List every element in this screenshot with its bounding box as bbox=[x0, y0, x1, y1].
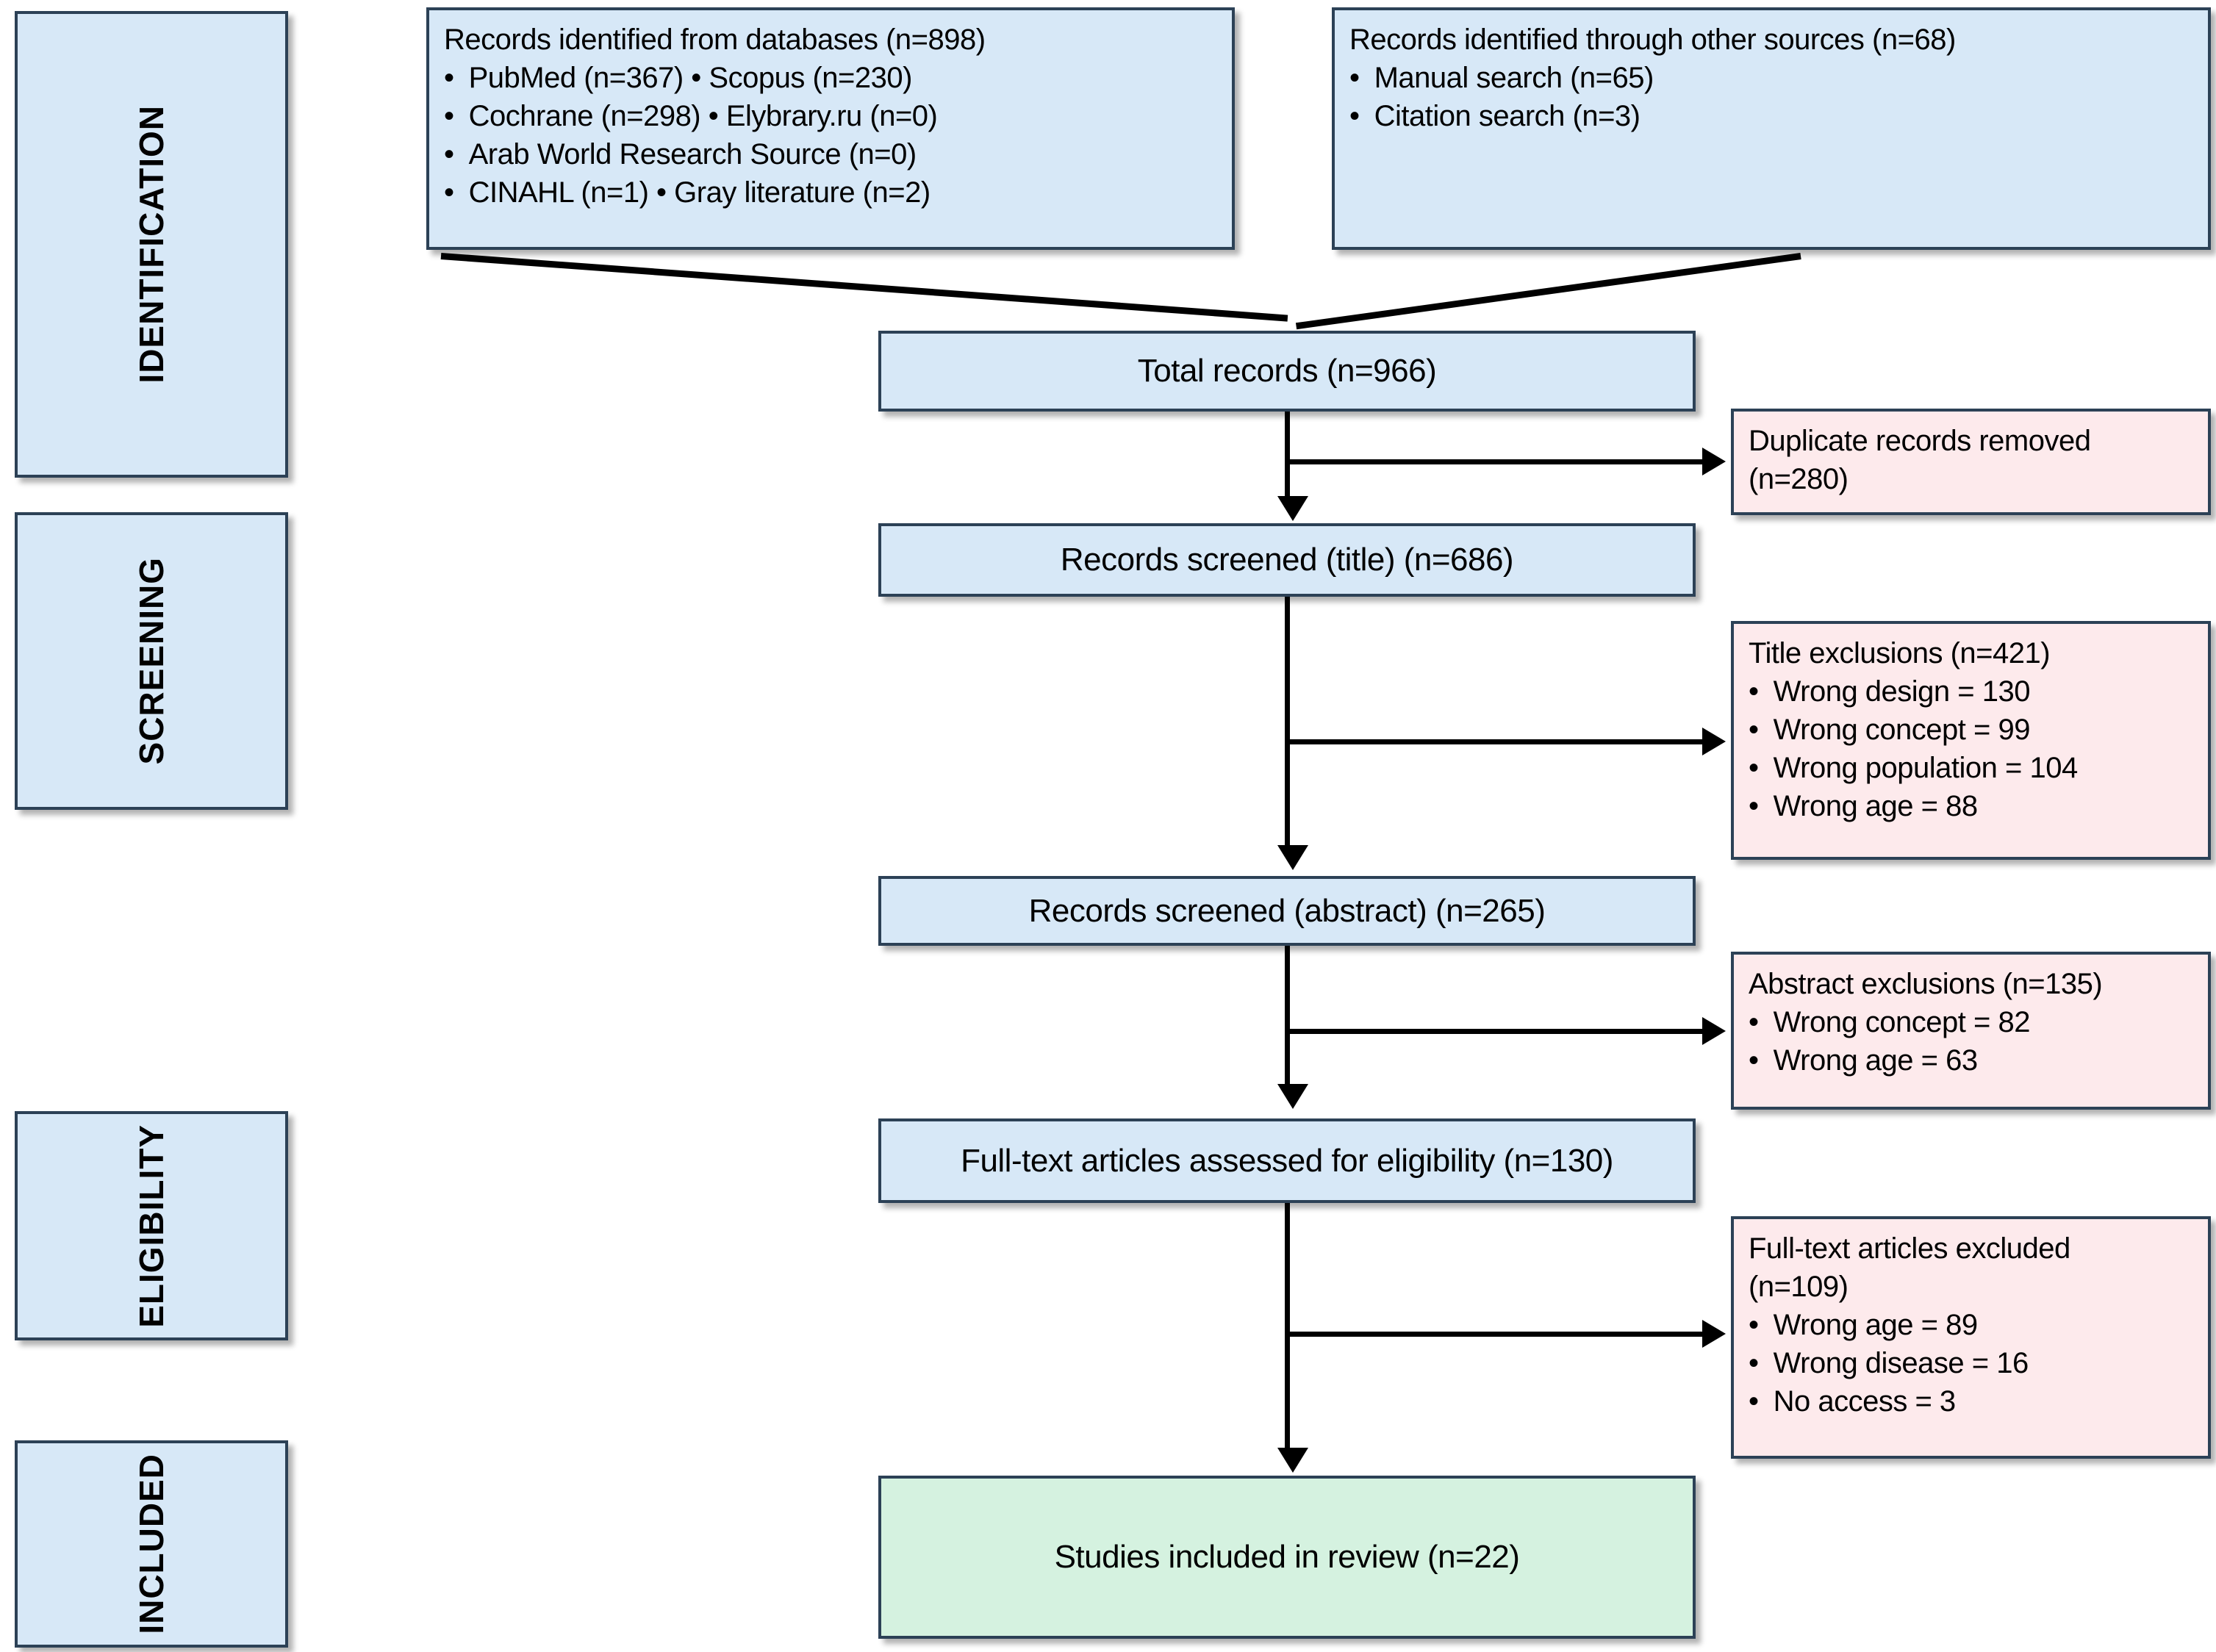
list-item: Wrong age = 88 bbox=[1749, 787, 2193, 825]
connector-databases-to-total bbox=[440, 253, 1288, 322]
flow-total-records-label: Total records (n=966) bbox=[1137, 353, 1437, 389]
exclusion-title-heading: Title exclusions (n=421) bbox=[1749, 637, 2051, 669]
connector-title-to-title-exclusions bbox=[1285, 739, 1704, 744]
flow-studies-included-label: Studies included in review (n=22) bbox=[1054, 1539, 1520, 1576]
list-item: Cochrane (n=298) • Elybrary.ru (n=0) bbox=[444, 97, 1217, 135]
arrowhead-total-to-duplicates bbox=[1702, 448, 1726, 475]
stage-label-screening-text: SCREENING bbox=[132, 557, 171, 765]
connector-other-to-total bbox=[1295, 253, 1801, 330]
list-item: Wrong concept = 99 bbox=[1749, 711, 2193, 749]
flow-box-records-screened-abstract: Records screened (abstract) (n=265) bbox=[878, 876, 1696, 946]
exclusion-duplicates-heading-line1: Duplicate records removed bbox=[1749, 425, 2091, 457]
arrowhead-title-to-abstract bbox=[1277, 845, 1308, 870]
list-item: Wrong disease = 16 bbox=[1749, 1344, 2193, 1382]
exclusion-abstract-list: Wrong concept = 82 Wrong age = 63 bbox=[1749, 1003, 2193, 1080]
stage-label-screening: SCREENING bbox=[15, 512, 288, 810]
stage-label-included: INCLUDED bbox=[15, 1440, 288, 1648]
connector-abstract-to-fulltext bbox=[1285, 946, 1290, 1085]
flow-box-records-screened-title: Records screened (title) (n=686) bbox=[878, 523, 1696, 597]
arrowhead-abstract-to-fulltext bbox=[1277, 1084, 1308, 1109]
source-other-heading: Records identified through other sources… bbox=[1349, 24, 1956, 56]
list-item: CINAHL (n=1) • Gray literature (n=2) bbox=[444, 173, 1217, 212]
arrowhead-abstract-to-abstract-exclusions bbox=[1702, 1017, 1726, 1045]
arrowhead-fulltext-to-fulltext-exclusions bbox=[1702, 1320, 1726, 1348]
stage-label-included-text: INCLUDED bbox=[132, 1454, 171, 1634]
arrowhead-fulltext-to-included bbox=[1277, 1448, 1308, 1473]
source-box-databases: Records identified from databases (n=898… bbox=[426, 7, 1235, 250]
flow-box-total-records: Total records (n=966) bbox=[878, 331, 1696, 412]
list-item: Wrong concept = 82 bbox=[1749, 1003, 2193, 1041]
connector-total-to-screened-title bbox=[1285, 412, 1290, 498]
flow-screened-abstract-label: Records screened (abstract) (n=265) bbox=[1028, 892, 1546, 929]
stage-label-eligibility-text: ELIGIBILITY bbox=[132, 1124, 171, 1328]
exclusion-abstract-heading: Abstract exclusions (n=135) bbox=[1749, 968, 2103, 1000]
flow-screened-title-label: Records screened (title) (n=686) bbox=[1060, 542, 1514, 578]
exclusion-box-abstract: Abstract exclusions (n=135) Wrong concep… bbox=[1731, 952, 2211, 1110]
list-item: PubMed (n=367) • Scopus (n=230) bbox=[444, 59, 1217, 97]
stage-label-identification-text: IDENTIFICATION bbox=[132, 105, 171, 384]
source-other-list: Manual search (n=65) Citation search (n=… bbox=[1349, 59, 2193, 135]
list-item: Wrong age = 89 bbox=[1749, 1306, 2193, 1344]
exclusion-box-title: Title exclusions (n=421) Wrong design = … bbox=[1731, 621, 2211, 860]
connector-title-to-abstract bbox=[1285, 597, 1290, 847]
arrowhead-title-to-title-exclusions bbox=[1702, 728, 1726, 755]
connector-abstract-to-abstract-exclusions bbox=[1285, 1029, 1704, 1034]
connector-total-to-duplicates bbox=[1285, 459, 1704, 464]
connector-fulltext-to-included bbox=[1285, 1203, 1290, 1449]
stage-label-identification: IDENTIFICATION bbox=[15, 11, 288, 478]
flow-fulltext-assessed-label: Full-text articles assessed for eligibil… bbox=[961, 1142, 1613, 1179]
exclusion-fulltext-heading-line2: (n=109) bbox=[1749, 1271, 1849, 1303]
stage-label-eligibility: ELIGIBILITY bbox=[15, 1111, 288, 1340]
flow-box-fulltext-assessed: Full-text articles assessed for eligibil… bbox=[878, 1118, 1696, 1203]
flow-box-studies-included: Studies included in review (n=22) bbox=[878, 1476, 1696, 1639]
source-databases-heading: Records identified from databases (n=898… bbox=[444, 24, 986, 56]
arrowhead-total-to-screened-title bbox=[1277, 496, 1308, 521]
list-item: Wrong design = 130 bbox=[1749, 672, 2193, 711]
list-item: Wrong population = 104 bbox=[1749, 749, 2193, 787]
list-item: Manual search (n=65) bbox=[1349, 59, 2193, 97]
connector-fulltext-to-fulltext-exclusions bbox=[1285, 1332, 1704, 1337]
source-databases-list: PubMed (n=367) • Scopus (n=230) Cochrane… bbox=[444, 59, 1217, 212]
exclusion-box-duplicates: Duplicate records removed (n=280) bbox=[1731, 409, 2211, 515]
list-item: Arab World Research Source (n=0) bbox=[444, 135, 1217, 173]
exclusion-duplicates-heading-line2: (n=280) bbox=[1749, 463, 1849, 495]
exclusion-box-fulltext: Full-text articles excluded (n=109) Wron… bbox=[1731, 1216, 2211, 1459]
list-item: No access = 3 bbox=[1749, 1382, 2193, 1421]
list-item: Wrong age = 63 bbox=[1749, 1041, 2193, 1080]
exclusion-fulltext-list: Wrong age = 89 Wrong disease = 16 No acc… bbox=[1749, 1306, 2193, 1421]
source-box-other-sources: Records identified through other sources… bbox=[1332, 7, 2211, 250]
exclusion-fulltext-heading-line1: Full-text articles excluded bbox=[1749, 1232, 2070, 1265]
exclusion-title-list: Wrong design = 130 Wrong concept = 99 Wr… bbox=[1749, 672, 2193, 825]
list-item: Citation search (n=3) bbox=[1349, 97, 2193, 135]
